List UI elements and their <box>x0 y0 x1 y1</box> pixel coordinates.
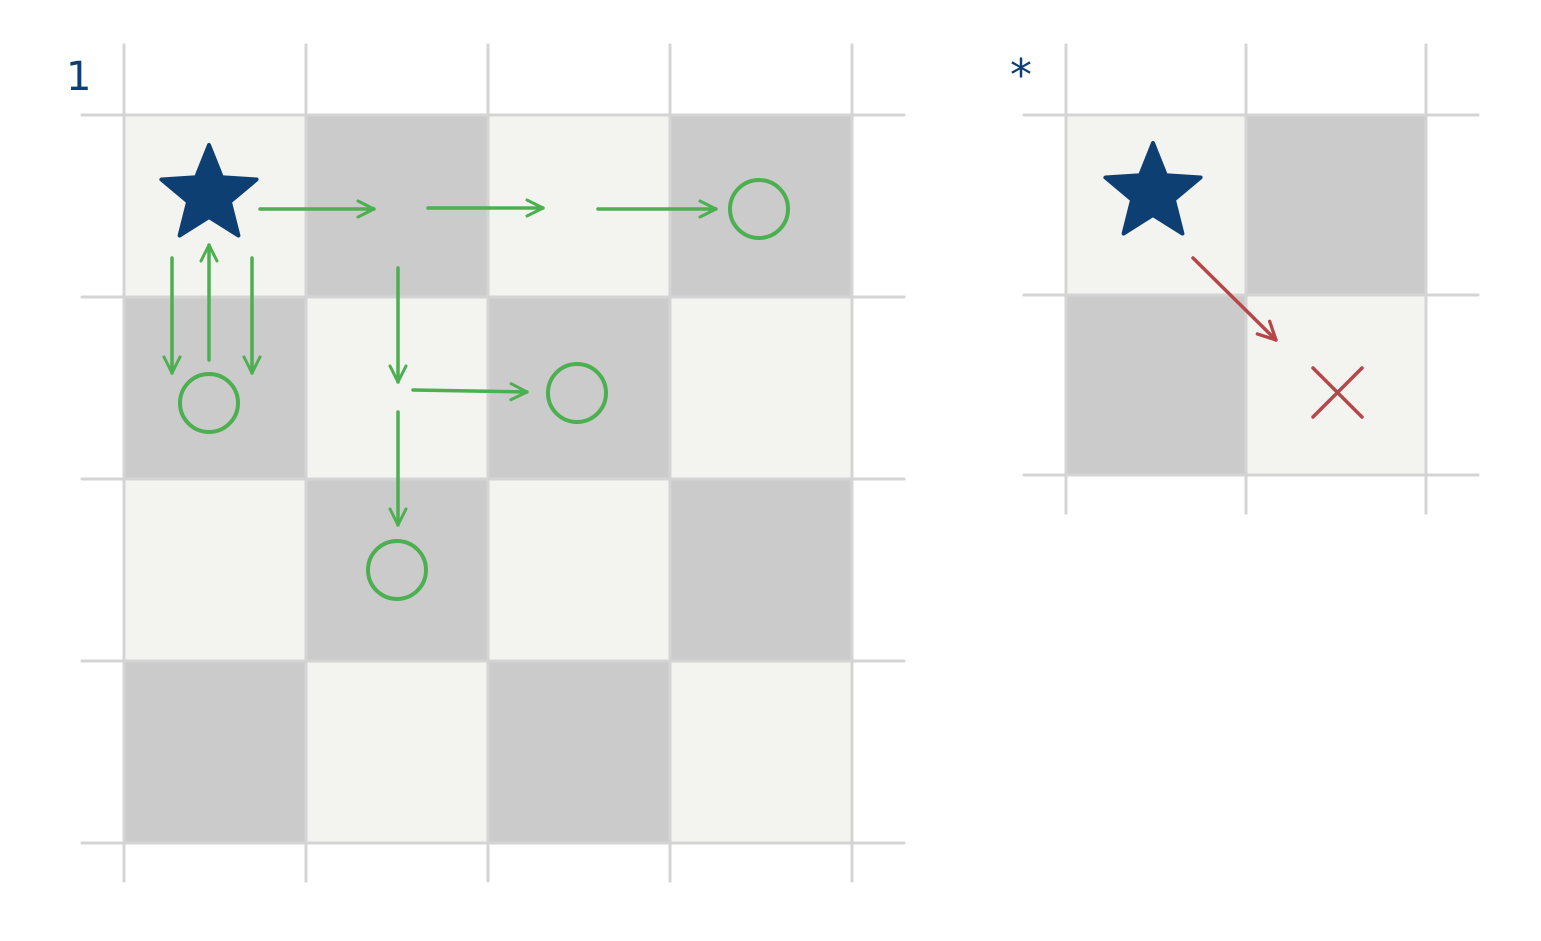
board-cell <box>670 297 852 479</box>
circle-icon <box>178 372 240 434</box>
board-cell <box>124 661 306 843</box>
panel-star-label: * <box>1010 50 1032 101</box>
board-cell <box>488 479 670 661</box>
star-icon <box>159 143 259 238</box>
star-icon <box>1103 141 1203 236</box>
arrow-icon <box>1191 256 1278 342</box>
circle-icon <box>546 362 608 424</box>
board-cell <box>670 661 852 843</box>
board-cell <box>306 661 488 843</box>
x-icon-stroke <box>1311 366 1364 419</box>
board-cell <box>124 479 306 661</box>
circle-icon <box>366 539 428 601</box>
board-cell <box>1246 115 1426 295</box>
arrow-icon <box>411 382 529 402</box>
board-cell <box>670 115 852 297</box>
panel-1-label: 1 <box>66 54 92 100</box>
board-cell <box>488 661 670 843</box>
board-cell <box>670 479 852 661</box>
left-board <box>124 115 852 843</box>
x-icon <box>1311 366 1364 419</box>
left-grid-lines <box>80 43 906 883</box>
circle-icon <box>728 178 790 240</box>
board-cell <box>1246 295 1426 475</box>
board-cell <box>124 297 306 479</box>
board-cell <box>488 115 670 297</box>
right-grid-lines <box>1022 43 1480 515</box>
board-cell <box>488 297 670 479</box>
board-cell <box>1066 295 1246 475</box>
